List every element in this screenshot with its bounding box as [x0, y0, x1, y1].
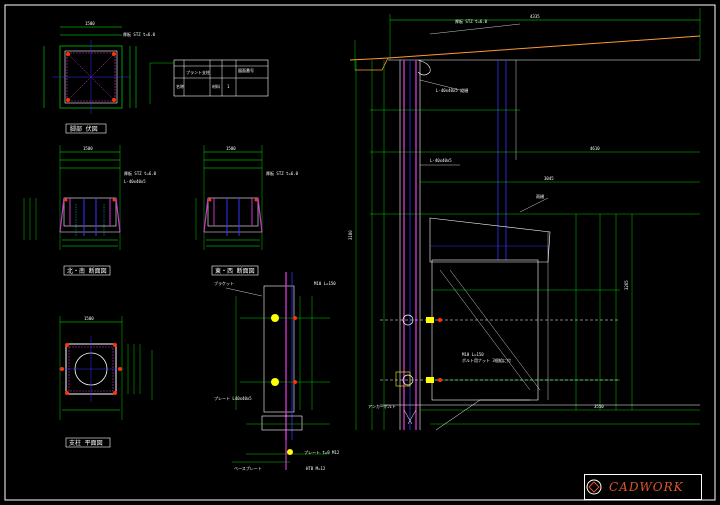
- title-block-qty: 1: [227, 84, 230, 89]
- view-title-ew: 東・西 断面図: [215, 267, 255, 275]
- connection-detail: ブラケット M10 L=150 プレート L40x40x5 プレート t=9 M…: [214, 272, 340, 471]
- note-anchor: アンカーボルト: [368, 403, 396, 409]
- note-bolt-nut: ボルト用ナット 3個組に付: [462, 357, 511, 363]
- note-hatch: 雨樋: [536, 193, 544, 199]
- note-base-plate: ベースプレート: [234, 465, 262, 471]
- note-bracket: ブラケット: [214, 280, 234, 286]
- column-plan-view: 1500 支柱 平面図: [58, 316, 153, 448]
- note-bolt-spec: M10 L=150: [314, 281, 336, 286]
- dim-mid-span: 3045: [544, 176, 554, 181]
- note-bolt-main: M10 L=150: [462, 352, 484, 357]
- dim-right-span: 4610: [590, 146, 600, 151]
- cadwork-emblem-icon: [586, 479, 602, 495]
- cadwork-logo: CADWORK: [584, 474, 702, 500]
- note-roof-plate-main: 厚板 STZ t=6.0: [455, 18, 488, 24]
- note-gutter: L-40x40x5 縦樋: [436, 87, 468, 93]
- view-title-base-plate: 脚部 伏図: [70, 125, 98, 133]
- drawing-border: [4, 4, 716, 501]
- north-south-elevation: 1500 厚板 STZ t=6.0 L-40x40x5 北・南 断面図: [23, 145, 157, 276]
- title-block-label-material: 材料: [212, 83, 220, 89]
- note-sub-plate: プレート t=9 M12: [304, 449, 340, 455]
- dim-eave-height: 3180: [348, 230, 353, 240]
- dim-ew-width: 1500: [226, 146, 236, 151]
- dim-right-height: 3265: [624, 280, 629, 290]
- title-block-drawing-no: 図面番号: [238, 67, 254, 73]
- title-block: プラント支柱 図面番号 名称 材料 1: [149, 59, 269, 104]
- cadwork-logo-text: CADWORK: [609, 480, 684, 494]
- note-clip: HTB M=12: [306, 466, 326, 471]
- title-block-name: プラント支柱: [186, 69, 210, 75]
- note-roof-plate-a: 厚板 STZ t=6.0: [123, 31, 156, 37]
- view-title-ns: 北・南 断面図: [67, 267, 107, 275]
- dim-bottom-span: 3550: [594, 404, 604, 409]
- note-angle-b: L-40x40x5: [430, 158, 452, 163]
- note-roof-plate-c: 厚板 STZ t=6.0: [266, 170, 299, 176]
- main-elevation: 4335 厚板 STZ t=6.0 L-40x40x5 縦樋 4610 3045…: [348, 8, 701, 431]
- note-angle-a: L-40x40x5: [124, 179, 146, 184]
- dim-column-plan-width: 1500: [84, 316, 94, 321]
- title-block-label-name: 名称: [176, 83, 184, 89]
- dim-plate-width-top: 1500: [85, 21, 95, 26]
- view-title-column-plan: 支柱 平面図: [69, 439, 103, 447]
- east-west-elevation: 1500 厚板 STZ t=6.0 東・西 断面図: [195, 145, 299, 276]
- dim-total-span: 4335: [530, 14, 540, 19]
- dim-ns-width: 1500: [83, 146, 93, 151]
- base-plate-top-view: 1500 厚板 STZ t=6.0 脚部 伏図: [43, 21, 156, 134]
- note-plate: プレート L40x40x5: [214, 395, 252, 401]
- note-roof-plate-b: 厚板 STZ t=6.0: [124, 170, 157, 176]
